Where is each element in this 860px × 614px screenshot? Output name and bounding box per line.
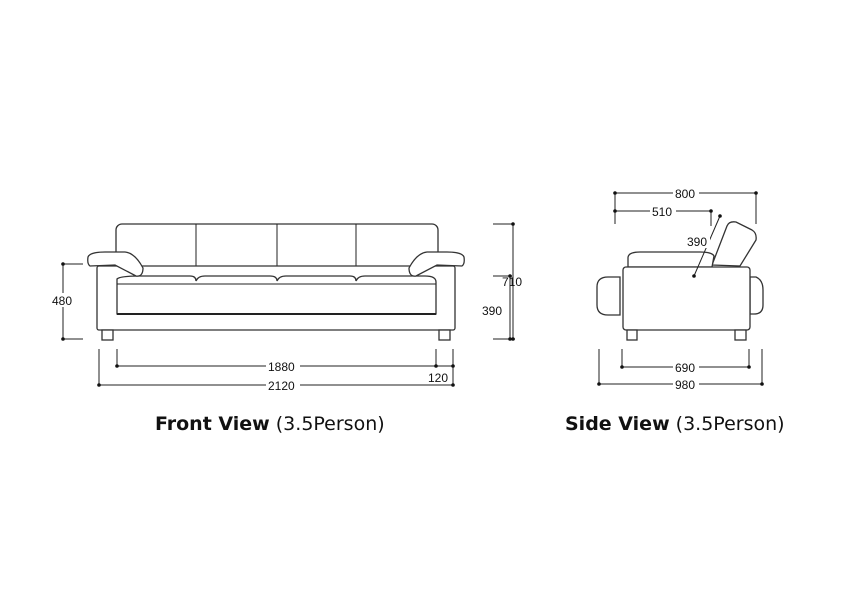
front-view-title: Front View (3.5Person) <box>155 413 385 435</box>
dim-back-height: 390 <box>687 235 707 249</box>
side-base <box>622 266 751 331</box>
dim-arm-height: 480 <box>52 294 72 308</box>
side-view-title: Side View (3.5Person) <box>565 413 785 435</box>
side-backrest <box>711 221 757 267</box>
side-seat-cushion <box>627 251 715 268</box>
dim-side-total-depth: 980 <box>675 378 695 392</box>
side-back-foot <box>734 329 747 341</box>
dim-base-depth: 690 <box>675 361 695 375</box>
seat-cushions <box>116 275 437 315</box>
side-view-title-bold: Side View <box>565 413 670 435</box>
dim-total-height: 710 <box>502 275 522 289</box>
side-view-drawing: 800 510 390 690 980 <box>596 186 764 392</box>
front-view-drawing: 480 390 710 1880 120 2120 <box>50 222 522 393</box>
left-foot <box>101 329 114 341</box>
side-right-arm <box>749 276 764 315</box>
left-armrest <box>87 251 144 277</box>
dim-seat-height: 390 <box>482 304 502 318</box>
right-foot <box>438 329 451 341</box>
front-view-title-bold: Front View <box>155 413 270 435</box>
right-armrest <box>408 251 465 277</box>
dim-arm-width: 120 <box>428 371 448 385</box>
dim-side-total-top: 800 <box>675 187 695 201</box>
side-front-foot <box>626 329 638 341</box>
dim-seat-width: 1880 <box>268 360 295 374</box>
dim-seat-depth: 510 <box>652 205 672 219</box>
dim-total-width: 2120 <box>268 379 295 393</box>
front-view-title-suffix: (3.5Person) <box>270 413 385 435</box>
side-view-title-suffix: (3.5Person) <box>670 413 785 435</box>
side-left-arm <box>596 276 621 316</box>
